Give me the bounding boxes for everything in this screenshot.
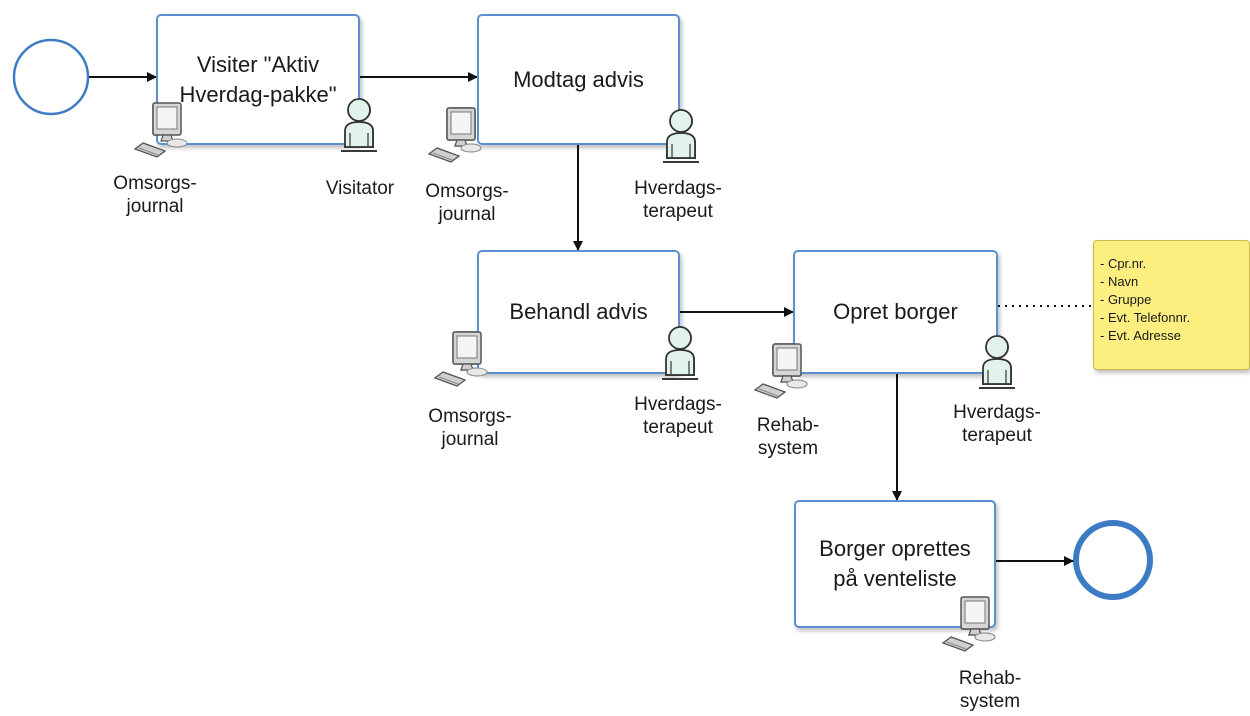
start-event[interactable]: [12, 38, 90, 116]
note-line: - Cpr.nr.: [1100, 256, 1147, 271]
system-label: Rehab- system: [958, 668, 1022, 712]
role-label: Hverdags- terapeut: [634, 178, 722, 222]
role-label: Hverdags- terapeut: [634, 394, 722, 438]
task-label: Opret borger: [833, 299, 958, 324]
system-label: Omsorgs- journal: [113, 173, 197, 217]
task-opret-borger[interactable]: Opret borger: [793, 250, 998, 374]
system-label: Rehab- system: [756, 415, 820, 459]
note-line: - Gruppe: [1100, 292, 1152, 307]
end-event[interactable]: [1073, 520, 1153, 600]
task-visiter-aktiv-hverdag-pakke[interactable]: Visiter "Aktiv Hverdag-pakke": [156, 14, 360, 145]
task-label: Visiter "Aktiv Hverdag-pakke": [179, 51, 337, 107]
task-label: Modtag advis: [513, 66, 644, 92]
role-label: Visitator: [325, 178, 395, 199]
computer-icon: [428, 107, 482, 163]
role-label: Hverdags- terapeut: [953, 402, 1041, 446]
task-borger-oprettes-paa-venteliste[interactable]: Borger oprettes på venteliste: [794, 500, 996, 628]
note-line: - Evt. Adresse: [1100, 328, 1181, 343]
task-label: Borger oprettes på venteliste: [819, 536, 971, 591]
task-modtag-advis[interactable]: Modtag advis: [477, 14, 680, 145]
task-behandl-advis[interactable]: Behandl advis: [477, 250, 680, 374]
annotation-note[interactable]: - Cpr.nr. - Navn - Gruppe - Evt. Telefon…: [1093, 240, 1250, 370]
note-line: - Evt. Telefonnr.: [1100, 310, 1191, 325]
system-label: Omsorgs- journal: [425, 181, 509, 225]
note-line: - Navn: [1100, 274, 1139, 289]
system-label: Omsorgs- journal: [428, 406, 512, 450]
task-label: Behandl advis: [509, 299, 648, 324]
